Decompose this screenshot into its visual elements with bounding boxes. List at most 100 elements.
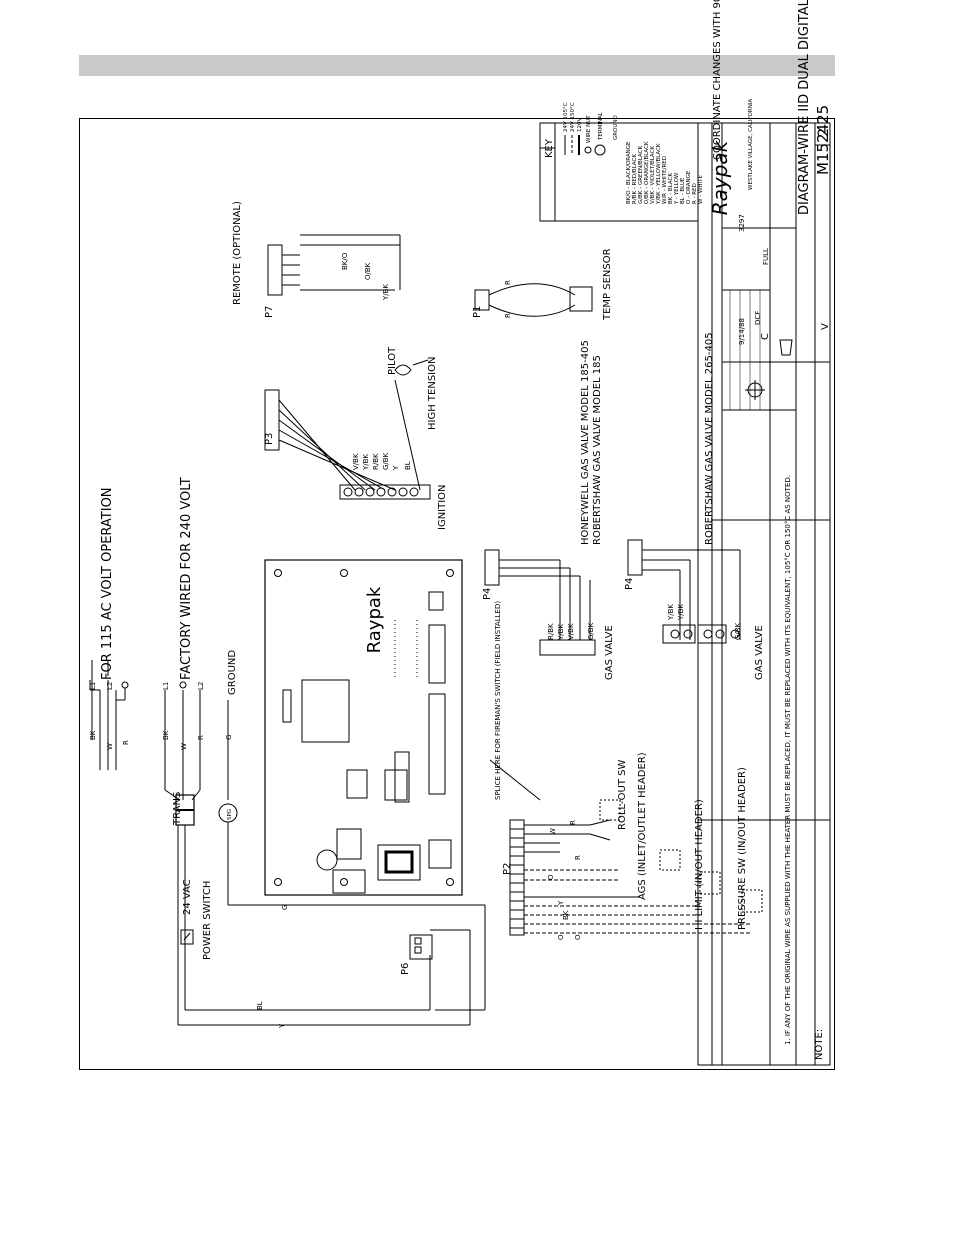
header-bar bbox=[79, 55, 835, 76]
label-note: NOTE: bbox=[814, 1029, 825, 1060]
key-item-terminal: TERMINAL bbox=[598, 111, 604, 141]
wire-bl-ign: BL bbox=[404, 461, 412, 470]
wire-o-p2-3: O bbox=[574, 934, 582, 940]
p4-robertshaw bbox=[627, 539, 741, 644]
key-color-6: W/R - WHITE/RED bbox=[662, 156, 668, 204]
label-remote: REMOTE (OPTIONAL) bbox=[232, 201, 243, 305]
p3-ignition bbox=[264, 359, 431, 500]
wire-r-115: R bbox=[122, 740, 130, 745]
wire-r-sensor-2: R bbox=[504, 313, 512, 318]
power-switch bbox=[180, 929, 194, 945]
p4-honeywell bbox=[484, 549, 596, 656]
company-location: WESTLAKE VILLAGE, CALIFORNIA bbox=[748, 99, 754, 190]
wire-vbk: V/BK bbox=[352, 453, 360, 470]
wire-rbk: R/BK bbox=[372, 453, 380, 470]
key-color-2: G/BK - GREEN/BLACK bbox=[638, 146, 644, 204]
key-color-8: Y - YELLOW bbox=[674, 172, 680, 205]
label-ignition: IGNITION bbox=[437, 484, 448, 530]
key-title: KEY bbox=[544, 138, 555, 158]
wire-obk: O/BK bbox=[364, 262, 372, 280]
wire-r-sensor-1: R bbox=[504, 280, 512, 285]
label-roll-out: ROLL-OUT SW bbox=[617, 760, 628, 830]
connector-p7: P7 bbox=[264, 306, 275, 318]
note-text: 1. IF ANY OF THE ORIGINAL WIRE AS SUPPLI… bbox=[784, 475, 792, 1045]
wire-ybk: Y/BK bbox=[362, 454, 370, 471]
revision: 2 bbox=[816, 128, 832, 137]
label-high-tension: HIGH TENSION bbox=[427, 357, 438, 430]
connector-p1: P1 bbox=[472, 306, 483, 318]
wire-rbk-gv: R/BK bbox=[547, 623, 555, 640]
diagram-title: DIAGRAM-WIRE IID DUAL DIGITAL bbox=[797, 0, 812, 215]
drawing-number: M152425 bbox=[814, 105, 832, 175]
key-color-12: W - WHITE bbox=[698, 175, 704, 204]
wire-o-p2-2: O bbox=[557, 934, 565, 940]
connector-p6: P6 bbox=[400, 963, 411, 975]
label-temp-sensor: TEMP SENSOR bbox=[602, 248, 613, 321]
wire-r-p2-1: R bbox=[569, 820, 577, 825]
key-color-10: O - ORANGE bbox=[686, 170, 692, 204]
label-ground: GROUND bbox=[227, 650, 238, 695]
connector-p4-a: P4 bbox=[482, 588, 493, 600]
wire-o-p2-1: O bbox=[547, 874, 555, 880]
p7-remote bbox=[267, 234, 401, 296]
wire-w-240: W bbox=[180, 743, 188, 750]
date-drawn: 9/14/88 bbox=[738, 318, 746, 345]
key-color-5: Y/BK - YELLOW/BLACK bbox=[656, 143, 662, 205]
control-board: Raypak bbox=[264, 559, 463, 896]
key-color-9: BL - BLUE bbox=[680, 177, 686, 204]
wire-vbk-gv: V/BK bbox=[567, 623, 575, 640]
wire-y: Y bbox=[278, 1023, 286, 1029]
wire-bk-240: BK bbox=[162, 730, 170, 740]
title-block: Raypak WESTLAKE VILLAGE, CALIFORNIA COOR… bbox=[697, 0, 832, 1066]
p2-harness bbox=[489, 759, 763, 936]
wire-ybk-rs-2: Y/BK bbox=[677, 604, 685, 621]
wire-r-p2-2: R bbox=[574, 855, 582, 860]
wire-gbk-gv: G/BK bbox=[587, 622, 595, 640]
label-gas-valve-2: GAS VALVE bbox=[754, 625, 765, 680]
key-color-3: O/BK - ORANGE/BLACK bbox=[644, 141, 650, 204]
brand-logo: Raypak bbox=[708, 139, 732, 215]
label-24vac: 24 VAC bbox=[182, 879, 193, 915]
board-brand: Raypak bbox=[364, 586, 385, 653]
wire-g-board: G bbox=[281, 905, 289, 910]
label-240v: FACTORY WIRED FOR 240 VOLT bbox=[179, 477, 194, 680]
key-color-7: BK - BLACK bbox=[668, 173, 674, 204]
wire-l1-240: L1 bbox=[162, 682, 170, 690]
wire-gbk-rs: G/BK bbox=[734, 622, 742, 640]
supply-240v bbox=[164, 681, 229, 800]
key-color-1: R/BK - RED/BLACK bbox=[632, 154, 638, 204]
key-item-wire-nut: WIRE NUT bbox=[586, 115, 592, 143]
wire-bko: BK/O bbox=[341, 252, 349, 270]
wire-w-115: W bbox=[106, 743, 114, 750]
label-ags: AGS (INLET/OUTLET HEADER) bbox=[637, 752, 648, 900]
p1-temp-sensor bbox=[474, 283, 593, 317]
drawn-by: DCF bbox=[754, 311, 762, 325]
key-item-24v150: 24V 150°C bbox=[570, 102, 576, 132]
label-hi-limit: HI LIMIT (IN/OUT HEADER) bbox=[694, 799, 705, 930]
size-value: C bbox=[760, 333, 771, 340]
drawing-frame bbox=[79, 118, 835, 1070]
scale-value: FULL bbox=[762, 248, 770, 265]
wire-y-p2: Y bbox=[557, 900, 565, 906]
coordinate-note: COORDINATE CHANGES WITH 901571 bbox=[712, 0, 723, 160]
label-robertshaw-185: ROBERTSHAW GAS VALVE MODEL 185 bbox=[592, 355, 603, 545]
key-item-ground: GROUND bbox=[613, 115, 619, 140]
label-pressure-sw: PRESSURE SW (IN/OUT HEADER) bbox=[737, 767, 748, 930]
key-legend: KEY 24V 105°C 24V 150°C 120V WIRE NUT TE… bbox=[539, 102, 704, 222]
wire-ybk-rs-1: Y/BK bbox=[667, 604, 675, 621]
cage-code: 3297 bbox=[738, 214, 746, 232]
wire-l2-240: L2 bbox=[197, 682, 205, 690]
key-color-0: BK/O - BLACK/ORANGE bbox=[626, 141, 632, 204]
key-item-24v105: 24V 105°C bbox=[563, 102, 569, 132]
label-pilot: PILOT bbox=[387, 346, 398, 375]
connector-p4-b: P4 bbox=[624, 578, 635, 590]
key-color-11: R - RED bbox=[692, 183, 698, 204]
key-color-4: V/BK - VIOLET/BLACK bbox=[650, 146, 656, 204]
connector-p2: P2 bbox=[502, 863, 513, 875]
wire-gbk: G/BK bbox=[382, 452, 390, 470]
wire-bk-115: BK bbox=[89, 730, 97, 740]
transformer bbox=[164, 789, 238, 1025]
wire-ybk-remote: Y/BK bbox=[382, 284, 390, 301]
series-model: V bbox=[820, 323, 831, 330]
